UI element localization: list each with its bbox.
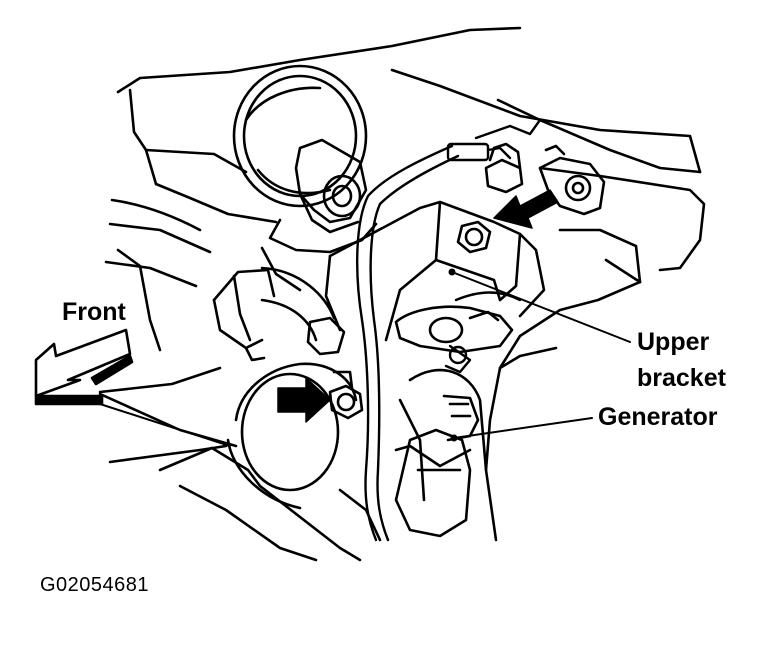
figure-code: G02054681 — [40, 574, 150, 596]
arrow-upper-bolt — [493, 189, 559, 229]
front-direction-arrow — [34, 328, 134, 406]
pulley-top — [232, 64, 368, 208]
upper-bracket-label-line2: bracket — [637, 364, 726, 392]
lower-bolt — [328, 370, 364, 420]
engine-outline — [98, 26, 706, 542]
generator-body — [226, 362, 488, 538]
upper-bracket-label-line1: Upper — [637, 328, 710, 356]
mount-bracket — [260, 138, 378, 292]
top-nut — [484, 142, 524, 194]
lower-frame — [98, 392, 382, 562]
arrow-lower-bolt — [277, 377, 331, 423]
front-label: Front — [62, 298, 126, 326]
hose-clamp — [212, 266, 346, 362]
leader-lines — [99, 268, 631, 447]
generator-label: Generator — [598, 403, 718, 431]
